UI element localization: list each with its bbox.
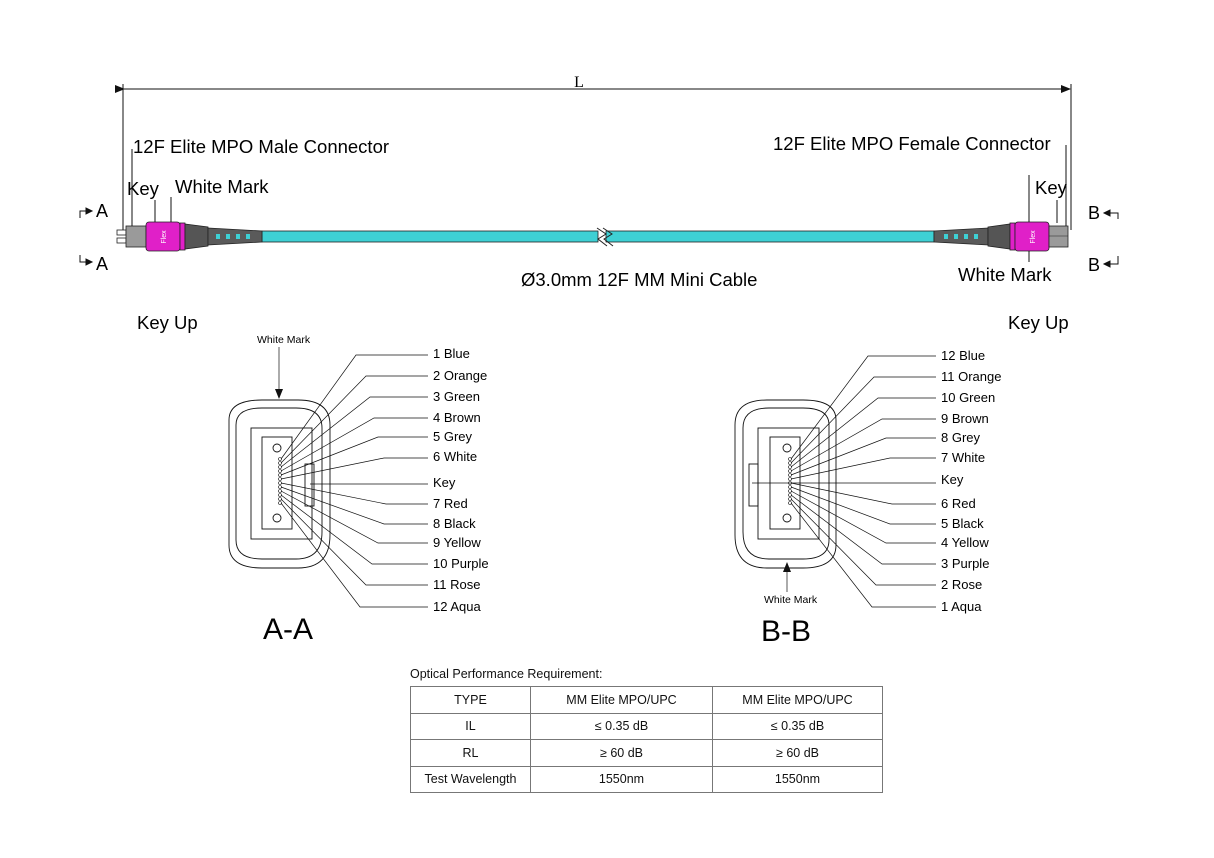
fiber-label: 7 White: [941, 450, 985, 465]
section-a-label-top: A: [96, 201, 108, 221]
table-cell: 1550nm: [712, 765, 883, 793]
fiber-label: 6 White: [433, 449, 477, 464]
fiber-label: 9 Brown: [941, 411, 989, 426]
performance-table: TYPE MM Elite MPO/UPC MM Elite MPO/UPC I…: [410, 686, 883, 793]
section-marker-b: [1102, 209, 1119, 268]
table-row: RL ≥ 60 dB ≥ 60 dB: [410, 739, 883, 767]
fiber-label: 3 Green: [433, 389, 480, 404]
table-cell: MM Elite MPO/UPC: [530, 686, 713, 714]
fiber-label: 11 Orange: [941, 369, 1001, 384]
fiber-label: 8 Grey: [941, 430, 981, 445]
male-connector: Flex: [116, 221, 263, 252]
fiber-label: 12 Aqua: [433, 599, 481, 614]
fiber-label: 3 Purple: [941, 556, 989, 571]
table-row: Test Wavelength 1550nm 1550nm: [410, 765, 883, 793]
white-mark-label-aa: White Mark: [257, 334, 311, 346]
fiber-label: 4 Yellow: [941, 535, 989, 550]
fiber-label: 4 Brown: [433, 410, 481, 425]
leader-lines-cable: [131, 145, 1067, 262]
connector-brand-text: Flex: [161, 230, 168, 244]
cable-description: Ø3.0mm 12F MM Mini Cable: [521, 269, 757, 290]
connector-brand-text: Flex: [1030, 230, 1037, 244]
table-cell: ≥ 60 dB: [712, 739, 883, 767]
section-bb-leaders: [752, 355, 936, 608]
key-label-left: Key: [127, 178, 160, 199]
length-label: L: [574, 74, 584, 91]
section-a-label-bottom: A: [96, 254, 108, 274]
length-dimension: [115, 84, 1072, 230]
white-mark-label-left: White Mark: [175, 176, 269, 197]
table-cell: Test Wavelength: [410, 765, 531, 793]
table-row: IL ≤ 0.35 dB ≤ 0.35 dB: [410, 712, 883, 740]
table-cell: RL: [410, 739, 531, 767]
fiber-label: 1 Blue: [433, 346, 470, 361]
section-b-label-bottom: B: [1088, 255, 1100, 275]
female-connector-label: 12F Elite MPO Female Connector: [773, 133, 1051, 154]
fiber-label: 5 Grey: [433, 429, 473, 444]
key-up-label-bb: Key Up: [1008, 312, 1069, 333]
fiber-label: 5 Black: [941, 516, 984, 531]
male-connector-label: 12F Elite MPO Male Connector: [133, 136, 389, 157]
table-cell: TYPE: [410, 686, 531, 714]
fiber-label: Key: [941, 472, 964, 487]
fiber-label: 2 Orange: [433, 368, 487, 383]
fiber-label: 12 Blue: [941, 348, 985, 363]
fiber-label: 10 Green: [941, 390, 995, 405]
white-mark-label-bb: White Mark: [764, 594, 818, 606]
fiber-label: 2 Rose: [941, 577, 982, 592]
table-cell: ≤ 0.35 dB: [712, 712, 883, 740]
table-row: TYPE MM Elite MPO/UPC MM Elite MPO/UPC: [410, 686, 883, 714]
cable: [261, 227, 935, 247]
table-cell: ≥ 60 dB: [530, 739, 713, 767]
table-cell: ≤ 0.35 dB: [530, 712, 713, 740]
section-b-label-top: B: [1088, 203, 1100, 223]
fiber-label: 10 Purple: [433, 556, 489, 571]
key-label-right: Key: [1035, 177, 1068, 198]
section-aa-drawing: [228, 399, 331, 569]
fiber-labels-aa: 1 Blue 2 Orange 3 Green 4 Brown 5 Grey 6…: [433, 346, 489, 614]
section-bb-drawing: [734, 399, 837, 569]
fiber-label: Key: [433, 475, 456, 490]
fiber-label: 8 Black: [433, 516, 476, 531]
section-marker-a: [79, 207, 94, 266]
fiber-label: 1 Aqua: [941, 599, 982, 614]
fiber-label: 11 Rose: [433, 577, 480, 592]
section-aa-leaders: [275, 347, 428, 608]
fiber-label: 6 Red: [941, 496, 976, 511]
female-connector: Flex: [933, 221, 1069, 252]
table-cell: IL: [410, 712, 531, 740]
fiber-label: 7 Red: [433, 496, 468, 511]
performance-title: Optical Performance Requirement:: [410, 667, 603, 681]
fiber-labels-bb: 12 Blue 11 Orange 10 Green 9 Brown 8 Gre…: [941, 348, 1001, 614]
section-bb-fiber-dots: [788, 457, 792, 505]
white-mark-label-right: White Mark: [958, 264, 1052, 285]
key-up-label-aa: Key Up: [137, 312, 198, 333]
section-aa-fiber-dots: [278, 457, 282, 505]
section-title-aa: A-A: [263, 613, 313, 646]
section-title-bb: B-B: [761, 615, 811, 648]
table-cell: 1550nm: [530, 765, 713, 793]
table-cell: MM Elite MPO/UPC: [712, 686, 883, 714]
fiber-label: 9 Yellow: [433, 535, 481, 550]
